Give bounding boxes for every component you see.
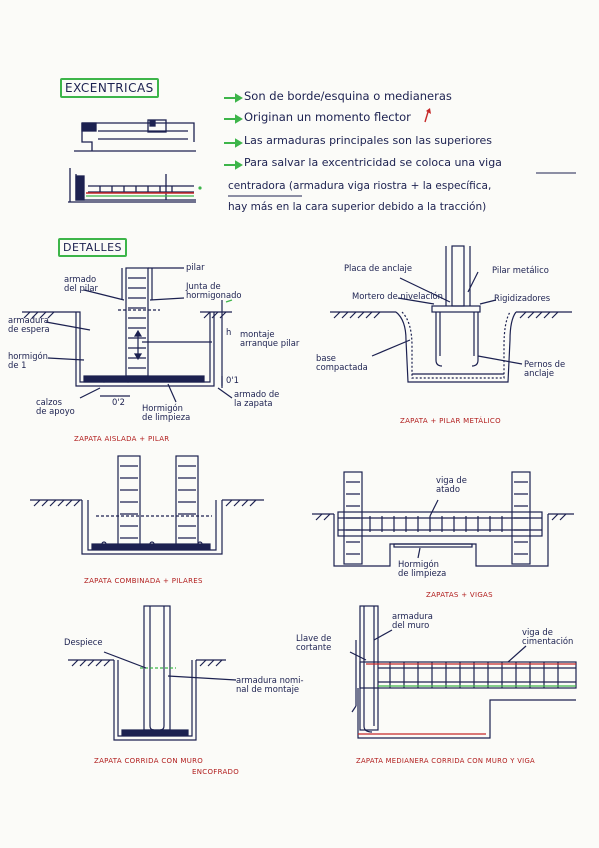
fig1-label-pilar: pilar bbox=[186, 262, 205, 272]
fig6-label-llave: Llave de cortante bbox=[296, 633, 332, 652]
fig5-label-armadura-nominal: armadura nomi- nal de montaje bbox=[236, 675, 304, 694]
fig5-caption-line1: ZAPATA CORRIDA CON MURO bbox=[94, 757, 204, 765]
heading-excentricas: EXCENTRICAS bbox=[60, 78, 159, 98]
fig1-label-montaje: montaje arranque pilar bbox=[240, 329, 300, 348]
excentricas-bullet-1: Son de borde/esquina o medianeras bbox=[244, 89, 452, 103]
excentricas-bullet-4: Para salvar la excentricidad se coloca u… bbox=[244, 156, 502, 169]
excentricas-bullet-2: Originan un momento flector bbox=[244, 110, 411, 124]
excentricas-continuation-2: hay más en la cara superior debido a la … bbox=[228, 201, 487, 213]
fig5-caption-line2: ENCOFRADO bbox=[192, 768, 240, 776]
excentricas-bullet-3: Las armaduras principales son las superi… bbox=[244, 134, 492, 147]
fig5-label-despiece: Despiece bbox=[64, 637, 103, 647]
fig1-label-hormigon: hormigón de 1 bbox=[8, 351, 48, 370]
fig1-label-o2: 0'2 bbox=[112, 397, 125, 407]
fig2-label-placa: Placa de anclaje bbox=[344, 263, 413, 273]
fig6-label-viga-cimentacion: viga de cimentación bbox=[522, 627, 574, 646]
fig1-label-o1: 0'1 bbox=[226, 375, 239, 385]
heading-detalles: DETALLES bbox=[58, 238, 127, 257]
fig1-label-armado-zapata: armado de la zapata bbox=[234, 389, 280, 408]
fig4-caption: ZAPATAS + VIGAS bbox=[426, 591, 493, 599]
fig1-isolated-footing bbox=[22, 267, 233, 403]
excentricas-continuation-1: centradora (armadura viga riostra + la e… bbox=[228, 180, 492, 192]
fig2-caption: ZAPATA + PILAR METÁLICO bbox=[400, 417, 501, 425]
fig4-label-viga-atado: viga de atado bbox=[436, 475, 467, 494]
fig3-caption: ZAPATA COMBINADA + PILARES bbox=[84, 577, 203, 585]
fig6-party-wall-beam bbox=[349, 605, 577, 739]
fig6-caption: ZAPATA MEDIANERA CORRIDA CON MURO Y VIGA bbox=[356, 757, 535, 765]
fig2-label-rigidizadores: Rigidizadores bbox=[494, 293, 551, 303]
fig2-label-pernos: Pernos de anclaje bbox=[524, 359, 566, 378]
fig4-label-hormigon-limpieza: Hormigón de limpieza bbox=[398, 559, 447, 578]
fig1-label-h: h bbox=[226, 327, 232, 337]
fig1-label-limpieza: Hormigón de limpieza bbox=[142, 403, 191, 422]
fig1-label-junta: Junta de hormigonado bbox=[186, 281, 242, 300]
fig5-strip-wall bbox=[68, 605, 237, 741]
fig4-footings-beams bbox=[312, 471, 574, 567]
fig2-label-mortero: Mortero de nivelación bbox=[352, 291, 443, 301]
fig2-label-base: base compactada bbox=[316, 353, 368, 372]
fig2-metal-column bbox=[330, 245, 572, 383]
fig6-label-armadura-muro: armadura del muro bbox=[392, 611, 433, 630]
fig1-label-armadura-espera: armadura de espera bbox=[8, 315, 50, 334]
fig1-caption: ZAPATA AISLADA + PILAR bbox=[74, 435, 170, 443]
fig1-label-armado-pilar: armado del pilar bbox=[64, 274, 99, 293]
fig2-label-pilar-metalico: Pilar metálico bbox=[492, 265, 549, 275]
fig3-combined-footing bbox=[30, 455, 264, 555]
fig1-label-calzos: calzos de apoyo bbox=[36, 397, 75, 416]
